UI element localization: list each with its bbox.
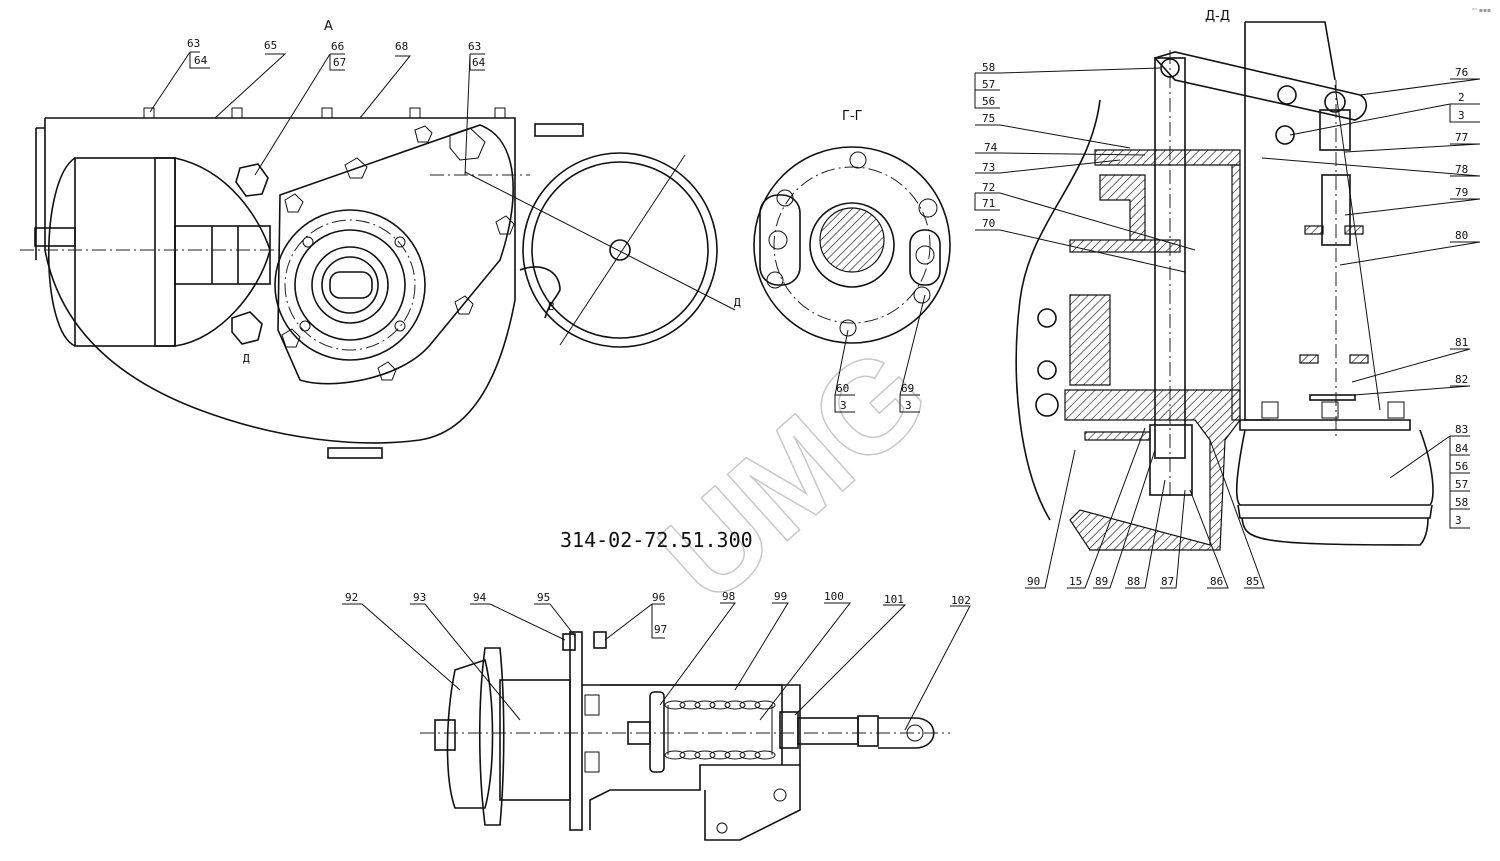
callout-label: 73: [982, 161, 995, 174]
callout-label: 67: [333, 56, 346, 69]
callout-label: 80: [1455, 229, 1468, 242]
callout-label: 82: [1455, 373, 1468, 386]
callout-label: 56: [982, 95, 995, 108]
callout-label: 98: [722, 590, 735, 603]
callout-label: 95: [537, 591, 550, 604]
view-a: А В Д Д: [20, 19, 741, 459]
view-dd: Д-Д: [974, 9, 1481, 589]
view-gg: Г-Г: [753, 109, 951, 413]
callout-label: 57: [982, 78, 995, 91]
section-mark-b: В: [548, 300, 555, 313]
callout-label: 63: [468, 40, 481, 53]
callout-label: 89: [1095, 575, 1108, 588]
callout-label: 56: [1455, 460, 1468, 473]
callout-label: 3: [1455, 514, 1462, 527]
callout-label: 90: [1027, 575, 1040, 588]
callout-label: 97: [654, 623, 667, 636]
callout-label: 2: [1458, 91, 1465, 104]
callout-label: 3: [905, 399, 912, 412]
section-mark-d-left: Д: [243, 352, 250, 365]
section-mark-d-right: Д: [734, 296, 741, 309]
drawing-number: 314-02-72.51.300: [560, 528, 753, 552]
callout-label: 85: [1246, 575, 1259, 588]
view-dd-title: Д-Д: [1205, 9, 1230, 24]
callout-label: 70: [982, 217, 995, 230]
callout-label: 86: [1210, 575, 1223, 588]
callout-label: 79: [1455, 186, 1468, 199]
callout-label: 63: [187, 37, 200, 50]
callout-label: 3: [840, 399, 847, 412]
callout-label: 93: [413, 591, 426, 604]
callout-label: 64: [472, 56, 486, 69]
callout-label: 72: [982, 181, 995, 194]
callout-label: 75: [982, 112, 995, 125]
callout-label: 77: [1455, 131, 1468, 144]
watermark: UMG: [632, 319, 955, 630]
callout-label: 76: [1455, 66, 1468, 79]
callout-label: 78: [1455, 163, 1468, 176]
callout-label: 100: [824, 590, 844, 603]
callout-label: 65: [264, 39, 277, 52]
callout-label: 74: [984, 141, 998, 154]
callout-label: 87: [1161, 575, 1174, 588]
corner-mark: ᵉᵒ ▪▪▪: [1472, 7, 1491, 14]
callout-label: 69: [901, 382, 914, 395]
callout-label: 66: [331, 40, 344, 53]
callout-label: 64: [194, 54, 208, 67]
callout-label: 101: [884, 593, 904, 606]
callout-label: 3: [1458, 109, 1465, 122]
callout-label: 83: [1455, 423, 1468, 436]
callout-label: 88: [1127, 575, 1140, 588]
callout-label: 84: [1455, 442, 1469, 455]
callout-label: 99: [774, 590, 787, 603]
callout-label: 60: [836, 382, 849, 395]
callout-label: 71: [982, 197, 995, 210]
callout-label: 15: [1069, 575, 1082, 588]
view-gg-title: Г-Г: [842, 109, 863, 124]
callout-label: 58: [1455, 496, 1468, 509]
callout-label: 58: [982, 61, 995, 74]
callout-label: 94: [473, 591, 487, 604]
callout-label: 96: [652, 591, 665, 604]
callout-labels: 63 64 65 66 67 68 63 64 60 3 69 3 58 57 …: [187, 37, 1469, 636]
brake-chamber-assembly: [342, 602, 971, 841]
callout-label: 57: [1455, 478, 1468, 491]
callout-label: 81: [1455, 336, 1468, 349]
callout-label: 68: [395, 40, 408, 53]
callout-label: 92: [345, 591, 358, 604]
view-a-title: А: [324, 19, 333, 34]
callout-label: 102: [951, 594, 971, 607]
